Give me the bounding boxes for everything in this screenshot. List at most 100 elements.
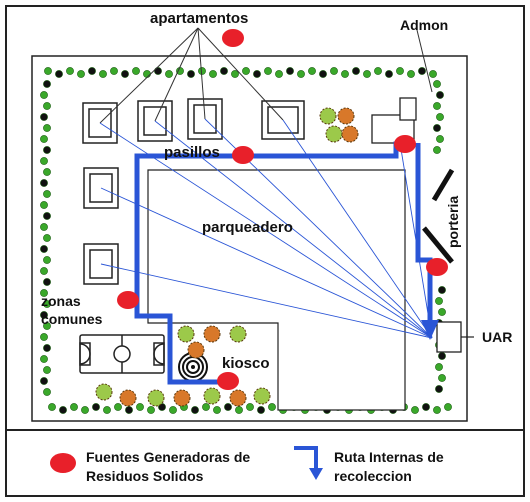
shrub — [229, 389, 247, 407]
tree-dot — [43, 190, 51, 198]
route-arrowhead — [421, 320, 439, 340]
tree-dot — [165, 70, 173, 78]
tree-dot — [169, 406, 177, 414]
shrubs — [95, 107, 359, 407]
tree-dot — [143, 70, 151, 78]
tree-dot — [407, 70, 415, 78]
tree-dot — [40, 355, 48, 363]
tree-dot — [43, 344, 51, 352]
tree-dot — [121, 70, 129, 78]
tree-dot — [92, 403, 100, 411]
admon-pointer — [416, 29, 433, 93]
court-icon — [79, 334, 165, 374]
legend-fuentes-label: Fuentes Generadoras de Residuos Solidos — [86, 449, 251, 484]
label-parqueadero: parqueadero — [202, 219, 293, 236]
tree-dot — [396, 67, 404, 75]
label-porteria: porteria — [445, 195, 461, 248]
tree-dot — [132, 67, 140, 75]
label-uar: UAR — [482, 329, 513, 345]
source-marker — [117, 291, 139, 309]
legend-ruta-label: Ruta Internas de recoleccion — [334, 449, 444, 484]
tree-dot — [220, 67, 228, 75]
tree-dot — [268, 403, 276, 411]
apartamentos-pointers — [99, 27, 284, 124]
tree-dot — [154, 67, 162, 75]
tree-dot — [43, 366, 51, 374]
tree-dot — [40, 289, 48, 297]
tree-dot — [438, 352, 446, 360]
tree-dot — [253, 70, 261, 78]
tree-dot — [48, 403, 56, 411]
tree-dot — [242, 67, 250, 75]
shrub — [325, 125, 343, 143]
tree-dot — [429, 70, 437, 78]
tree-dot — [330, 67, 338, 75]
shrub — [337, 107, 355, 125]
tree-dot — [213, 406, 221, 414]
tree-dot — [438, 286, 446, 294]
tree-dot — [411, 406, 419, 414]
tree-dot — [435, 363, 443, 371]
tree-dot — [40, 179, 48, 187]
legend-route-icon — [294, 446, 318, 470]
porteria-gate-bottom — [422, 226, 454, 264]
shrub — [319, 107, 337, 125]
tree-dot — [43, 146, 51, 154]
tree-dot — [275, 70, 283, 78]
tree-dot — [40, 377, 48, 385]
shrub — [147, 389, 165, 407]
site-boundary — [31, 55, 468, 422]
tree-dot — [444, 403, 452, 411]
legend-route-arrow — [309, 468, 323, 480]
tree-dot — [191, 406, 199, 414]
tree-dot — [286, 67, 294, 75]
tree-dot — [43, 124, 51, 132]
tree-dot — [43, 102, 51, 110]
tree-dot — [433, 80, 441, 88]
tree-dot — [40, 311, 48, 319]
tree-dot — [433, 406, 441, 414]
tree-dot — [147, 406, 155, 414]
tree-dot — [40, 113, 48, 121]
tree-dot — [264, 67, 272, 75]
tree-dot — [136, 403, 144, 411]
tree-dot — [433, 124, 441, 132]
tree-dot — [341, 70, 349, 78]
tree-dot — [43, 256, 51, 264]
label-zonas-comunes: zonas comunes — [41, 293, 103, 327]
tree-dot — [114, 403, 122, 411]
tree-dot — [81, 406, 89, 414]
shrub — [203, 387, 221, 405]
source-markers — [117, 29, 448, 390]
tree-dot — [43, 278, 51, 286]
tree-dot — [374, 67, 382, 75]
tree-dot — [435, 297, 443, 305]
source-marker — [222, 29, 244, 47]
tree-dot — [59, 406, 67, 414]
shrub — [229, 325, 247, 343]
tree-dot — [352, 67, 360, 75]
tree-dot — [224, 403, 232, 411]
tree-dot — [363, 70, 371, 78]
tree-dot — [438, 374, 446, 382]
label-apartamentos: apartamentos — [150, 10, 249, 27]
tree-dot — [77, 70, 85, 78]
tree-dot — [246, 403, 254, 411]
source-marker — [217, 372, 239, 390]
tree-dot — [235, 406, 243, 414]
shrub — [95, 383, 113, 401]
source-marker — [426, 258, 448, 276]
uar-building — [436, 321, 462, 353]
shrub — [177, 325, 195, 343]
tree-dot — [436, 113, 444, 121]
tree-dot — [99, 70, 107, 78]
tree-dot — [44, 67, 52, 75]
route-main-right — [415, 143, 433, 330]
tree-dot — [418, 67, 426, 75]
tree-dot — [66, 67, 74, 75]
shrub — [203, 325, 221, 343]
tree-dot — [43, 300, 51, 308]
shrub — [119, 389, 137, 407]
legend-source-icon — [50, 453, 76, 473]
